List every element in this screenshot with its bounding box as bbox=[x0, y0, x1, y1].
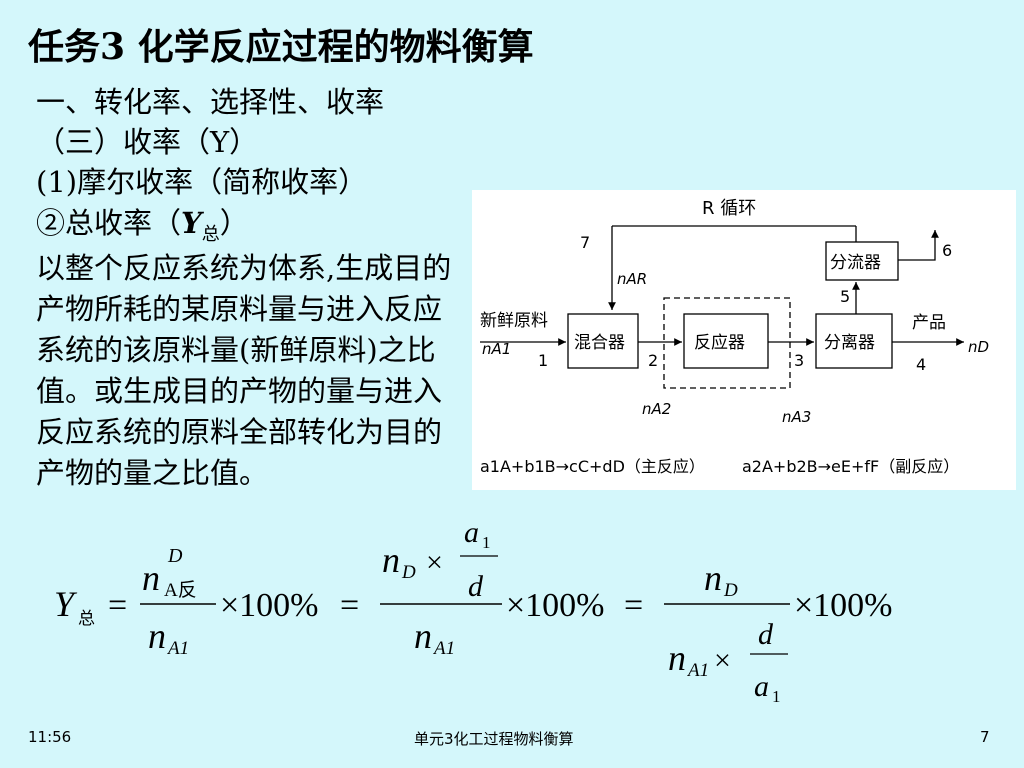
reaction-system-boundary bbox=[663, 297, 791, 389]
stream-5-label: 5 bbox=[840, 287, 850, 306]
splitter-label: 分流器 bbox=[830, 253, 881, 273]
frac2-inner-d: d bbox=[468, 570, 484, 603]
purge-line bbox=[898, 230, 939, 261]
reactor-box bbox=[683, 313, 769, 369]
frac2-den-n: n bbox=[414, 616, 432, 656]
n-ar-label: nAR bbox=[617, 270, 647, 288]
product-label: 产品 bbox=[912, 313, 946, 333]
frac3-inner-d: d bbox=[758, 618, 774, 651]
frac2-inner-1: 1 bbox=[482, 533, 491, 552]
separator-label: 分离器 bbox=[824, 333, 875, 353]
frac1-den-sub: A1 bbox=[166, 638, 189, 659]
stream-2-label: 2 bbox=[648, 351, 658, 370]
n-a2-label: nA2 bbox=[642, 400, 671, 418]
slide-title: 任务3 化学反应过程的物料衡算 bbox=[28, 26, 534, 68]
frac1-den-n: n bbox=[148, 616, 166, 656]
side-reaction: a2A+b2B→eE+fF（副反应） bbox=[742, 457, 959, 476]
stream-3-label: 3 bbox=[794, 351, 804, 370]
formula-eq-2: = bbox=[340, 587, 359, 624]
item-total-yield-prefix: ②总收率（ bbox=[36, 206, 182, 240]
fresh-feed-label: 新鲜原料 bbox=[480, 311, 548, 331]
frac3-inner-1: 1 bbox=[772, 687, 781, 706]
formula-eq-3: = bbox=[624, 587, 643, 624]
footer-title: 单元3化工过程物料衡算 bbox=[414, 730, 574, 748]
frac1-sup-d: D bbox=[167, 545, 183, 567]
frac1-times100: ×100% bbox=[220, 587, 319, 624]
main-reaction: a1A+b1B→cC+dD（主反应） bbox=[480, 457, 705, 476]
frac3-den-sub: A1 bbox=[686, 660, 709, 681]
frac3-times100: ×100% bbox=[794, 587, 893, 624]
n-a1-label: nA1 bbox=[482, 340, 511, 358]
mixer-box bbox=[567, 313, 639, 369]
item-molar-yield: (1)摩尔收率（简称收率） bbox=[36, 165, 368, 199]
frac2-num-times: × bbox=[426, 546, 443, 579]
stream-4-label: 4 bbox=[916, 355, 926, 374]
process-flow-diagram: R 循环 7 nAR 分流器 6 5 新鲜原料 nA1 1 混合器 2 反应器 … bbox=[472, 190, 1016, 490]
frac3-num-sub: D bbox=[723, 580, 738, 601]
footer-page-number: 7 bbox=[980, 728, 990, 746]
n-a3-label: nA3 bbox=[782, 408, 811, 426]
definition-paragraph: 以整个反应系统为体系,生成目的产物所耗的某原料量与进入反应系统的该原料量(新鲜原… bbox=[36, 251, 452, 490]
item-total-yield-suffix: ） bbox=[219, 206, 249, 240]
stream-6-label: 6 bbox=[942, 241, 952, 260]
reactor-label: 反应器 bbox=[694, 333, 745, 353]
section-heading: 一、转化率、选择性、收率 bbox=[36, 85, 385, 119]
frac2-num-n: n bbox=[382, 540, 400, 580]
stream-1-label: 1 bbox=[538, 351, 548, 370]
footer-time: 11:56 bbox=[28, 728, 72, 746]
formula-y: Y bbox=[54, 584, 78, 624]
frac3-num-n: n bbox=[704, 558, 722, 598]
item-total-yield: ②总收率（Y总） bbox=[36, 203, 249, 255]
frac3-den-times: × bbox=[714, 644, 731, 677]
yield-subscript: 总 bbox=[201, 223, 220, 245]
splitter-box bbox=[825, 241, 899, 281]
frac3-inner-a: a bbox=[754, 670, 769, 703]
frac2-inner-a: a bbox=[464, 520, 479, 549]
subsection-heading: （三）收率（Y） bbox=[36, 125, 259, 159]
n-d-label: nD bbox=[968, 338, 989, 356]
recycle-label: R 循环 bbox=[702, 198, 756, 219]
frac2-den-sub: A1 bbox=[432, 638, 455, 659]
frac1-num-n: n bbox=[142, 558, 160, 598]
total-yield-formula: Y 总 = D n A反 n A1 ×100% = n D × a 1 d n … bbox=[40, 516, 1000, 710]
frac2-num-sub: D bbox=[401, 562, 416, 583]
separator-box bbox=[815, 313, 893, 369]
frac1-num-sub: A反 bbox=[164, 579, 197, 601]
yield-symbol: Y bbox=[181, 206, 202, 240]
stream-7-label: 7 bbox=[580, 233, 590, 252]
frac3-den-n: n bbox=[668, 638, 686, 678]
mixer-label: 混合器 bbox=[574, 333, 625, 353]
frac2-times100: ×100% bbox=[506, 587, 605, 624]
formula-y-sub: 总 bbox=[78, 609, 95, 628]
formula-eq-1: = bbox=[108, 587, 127, 624]
